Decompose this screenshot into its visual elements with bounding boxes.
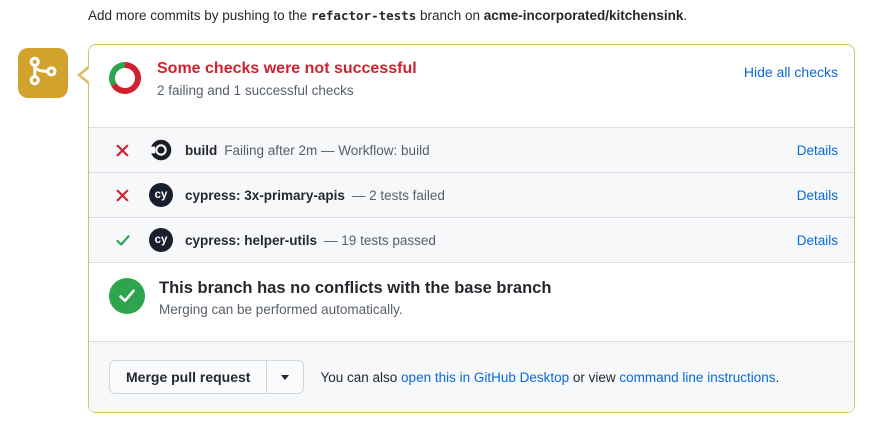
branch-name: refactor-tests (310, 8, 417, 23)
pass-check-icon (116, 234, 130, 247)
alternative-merge-note: You can also open this in GitHub Desktop… (320, 370, 779, 385)
note-suffix: . (683, 8, 688, 23)
mergeability-title: This branch has no conflicts with the ba… (159, 279, 552, 297)
success-check-circle-icon (109, 278, 145, 314)
merge-button-group: Merge pull request (109, 360, 305, 394)
fail-x-icon (116, 189, 130, 202)
check-row-build: build Failing after 2m — Workflow: build… (89, 128, 854, 173)
add-commits-note: Add more commits by pushing to the refac… (88, 8, 687, 23)
note-prefix: Add more commits by pushing to the (88, 8, 311, 23)
check-name: build (185, 142, 218, 158)
note-middle: branch on (416, 8, 484, 23)
merge-options-dropdown-button[interactable] (267, 361, 303, 393)
merge-status-panel: Some checks were not successful 2 failin… (77, 44, 855, 413)
fail-x-icon (116, 144, 130, 157)
mergeability-subtitle: Merging can be performed automatically. (159, 302, 403, 317)
mergeability-section: This branch has no conflicts with the ba… (89, 263, 854, 342)
check-name: cypress: 3x-primary-apis (185, 187, 345, 203)
note-text: or view (569, 369, 620, 385)
details-link[interactable]: Details (796, 187, 838, 203)
merge-action-bar: Merge pull request You can also open thi… (89, 342, 854, 412)
check-row-cypress-helper: cy cypress: helper-utils — 19 tests pass… (89, 218, 854, 263)
checks-subtitle: 2 failing and 1 successful checks (157, 83, 354, 98)
merge-pull-request-button[interactable]: Merge pull request (126, 369, 251, 385)
checks-donut-icon (109, 62, 141, 94)
checks-title: Some checks were not successful (157, 60, 417, 77)
check-description: — 2 tests failed (351, 187, 445, 203)
check-name: cypress: helper-utils (185, 232, 318, 248)
cypress-logo-icon: cy (149, 228, 173, 252)
checks-summary: Some checks were not successful 2 failin… (89, 45, 854, 128)
repo-name: acme-incorporated/kitchensink (483, 8, 684, 23)
chevron-down-icon (281, 374, 290, 380)
details-link[interactable]: Details (796, 142, 838, 158)
note-text: . (775, 369, 780, 385)
check-row-cypress-primary: cy cypress: 3x-primary-apis — 2 tests fa… (89, 173, 854, 218)
check-description: Failing after 2m — Workflow: build (224, 142, 430, 158)
github-desktop-link[interactable]: open this in GitHub Desktop (401, 369, 570, 385)
details-link[interactable]: Details (796, 232, 838, 248)
merge-status-avatar (18, 48, 68, 98)
note-text: You can also (320, 369, 402, 385)
check-description: — 19 tests passed (324, 232, 436, 248)
circleci-logo-icon (149, 138, 173, 162)
cypress-logo-icon: cy (149, 183, 173, 207)
git-merge-icon (28, 56, 58, 91)
hide-all-checks-link[interactable]: Hide all checks (743, 64, 838, 80)
command-line-instructions-link[interactable]: command line instructions (619, 369, 776, 385)
